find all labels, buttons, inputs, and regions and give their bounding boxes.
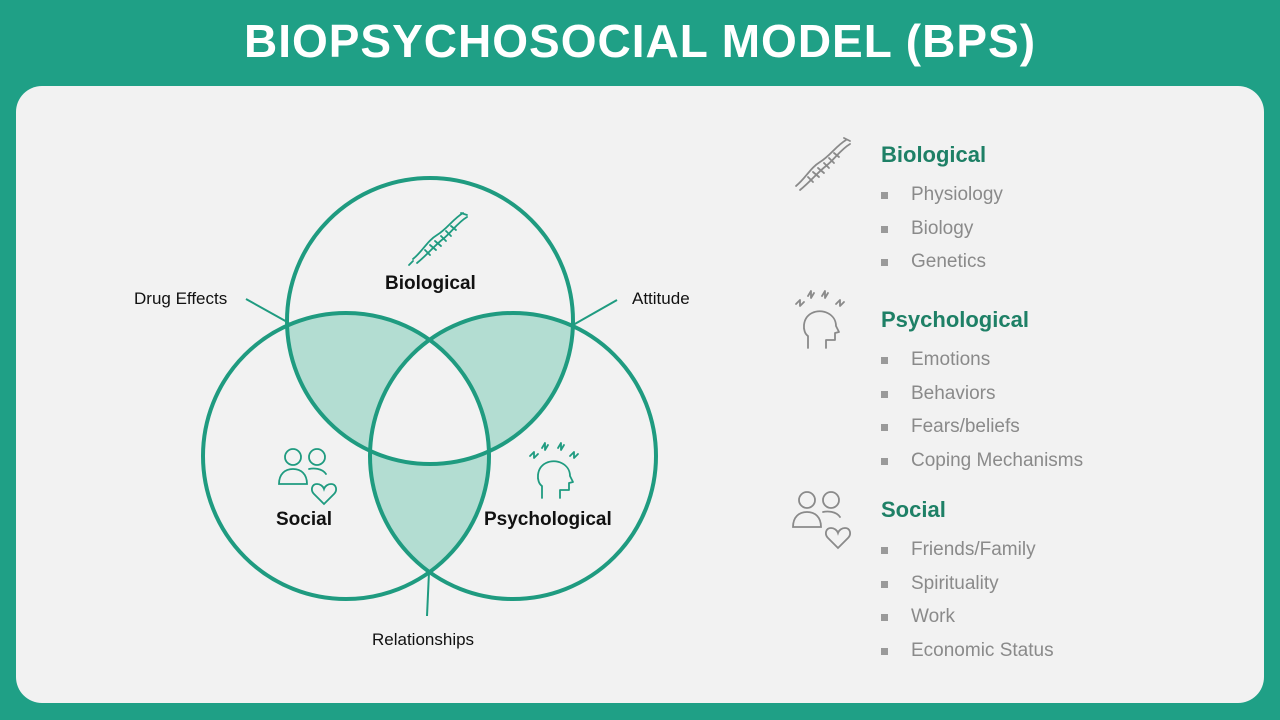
center-region <box>370 313 489 464</box>
list-item: Economic Status <box>881 634 1054 668</box>
overlap-regions <box>287 313 573 599</box>
list-item: Coping Mechanisms <box>881 444 1083 478</box>
list-item: Emotions <box>881 343 1083 377</box>
people-heart-icon <box>278 448 338 506</box>
circle-label-biological: Biological <box>385 273 476 294</box>
section-heading-psychological: Psychological <box>881 307 1029 332</box>
list-item: Genetics <box>881 245 1003 279</box>
list-item: Behaviors <box>881 377 1083 411</box>
section-heading-social: Social <box>881 497 946 522</box>
section-heading-biological: Biological <box>881 142 987 167</box>
list-item: Work <box>881 600 1054 634</box>
dna-icon <box>408 212 468 266</box>
list-item: Physiology <box>881 178 1003 212</box>
callout-attitude: Attitude <box>632 289 690 308</box>
callout-relationships: Relationships <box>372 630 475 649</box>
dna-icon <box>795 137 851 191</box>
social-list: Friends/Family Spirituality Work Economi… <box>881 533 1054 667</box>
head-thoughts-icon <box>529 442 579 499</box>
callout-drug-effects: Drug Effects <box>134 289 228 308</box>
list-item: Spirituality <box>881 567 1054 601</box>
drug-effects-line <box>245 298 290 324</box>
list-item: Fears/beliefs <box>881 410 1083 444</box>
psychological-list: Emotions Behaviors Fears/beliefs Coping … <box>881 343 1083 477</box>
list-item: Friends/Family <box>881 533 1054 567</box>
people-heart-icon <box>792 491 852 550</box>
head-thoughts-icon <box>795 290 845 349</box>
circle-label-psychological: Psychological <box>484 509 612 530</box>
circle-social <box>201 311 491 601</box>
page-title: BIOPSYCHOSOCIAL MODEL (BPS) <box>243 15 1037 67</box>
relationships-line <box>426 571 430 617</box>
list-item: Biology <box>881 212 1003 246</box>
circle-biological <box>285 176 575 466</box>
attitude-line <box>572 299 618 326</box>
circle-label-social: Social <box>276 509 332 530</box>
biological-list: Physiology Biology Genetics <box>881 178 1003 279</box>
circle-psychological <box>368 311 658 601</box>
